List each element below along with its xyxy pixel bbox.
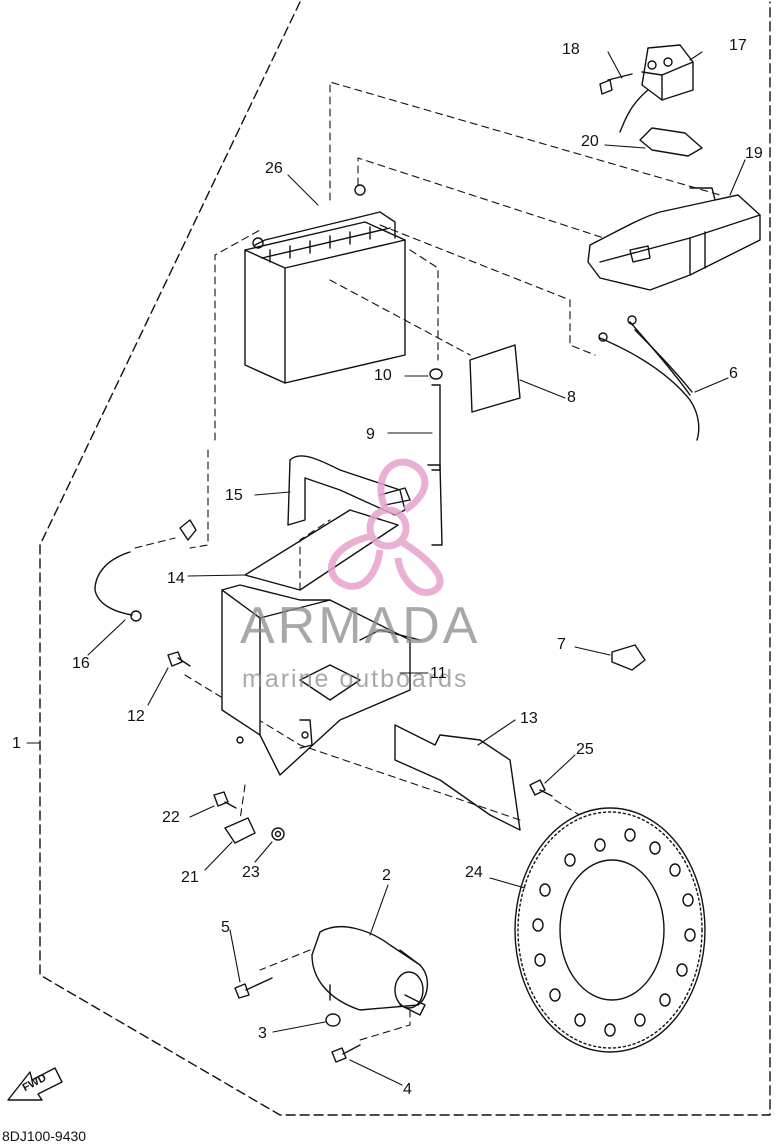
callout-17: 17	[729, 37, 747, 54]
callout-20: 20	[581, 133, 599, 150]
relay-drawing	[599, 44, 703, 157]
callout-1: 1	[12, 735, 21, 752]
callout-9: 9	[366, 426, 375, 443]
callout-14: 14	[167, 570, 185, 587]
pad-drawing	[469, 344, 521, 413]
watermark-tagline: marine outboards	[242, 665, 469, 693]
callout-12: 12	[127, 708, 145, 725]
callout-25: 25	[576, 741, 594, 758]
callout-23: 23	[242, 864, 260, 881]
watermark-logo	[328, 458, 444, 596]
battery-lead-drawing	[94, 519, 197, 622]
callout-5: 5	[221, 919, 230, 936]
callout-16: 16	[72, 655, 90, 672]
battery-drawing	[244, 184, 406, 384]
callout-3: 3	[258, 1025, 267, 1042]
callout-11: 11	[430, 665, 447, 682]
relay-cover-drawing	[587, 187, 761, 291]
callout-18: 18	[562, 41, 580, 58]
starter-wheel-drawing	[514, 807, 706, 1053]
callout-22: 22	[162, 809, 180, 826]
callout-13: 13	[520, 710, 538, 727]
plate-drawing	[394, 724, 521, 831]
callout-21: 21	[181, 869, 199, 886]
callout-15: 15	[225, 487, 243, 504]
starter-motor-drawing	[234, 926, 428, 1063]
battery-band-drawing	[287, 455, 411, 526]
fasteners-drawing	[167, 651, 553, 844]
callout-4: 4	[403, 1081, 412, 1098]
wire-harness-drawing	[598, 315, 700, 441]
tube-drawing	[427, 368, 443, 546]
drawing-code: 8DJ100-9430	[2, 1128, 87, 1144]
callout-7: 7	[557, 636, 566, 653]
fwd-arrow-drawing	[7, 1067, 63, 1101]
callout-26: 26	[265, 160, 283, 177]
damper-drawing	[611, 644, 646, 671]
battery-box-drawing	[221, 584, 421, 776]
callout-6: 6	[729, 365, 738, 382]
watermark-brand: ARMADA	[240, 597, 481, 655]
callout-24: 24	[465, 864, 483, 881]
assembly-boundary	[39, 1, 771, 1116]
callout-19: 19	[745, 145, 763, 162]
callout-10: 10	[374, 367, 392, 384]
callout-8: 8	[567, 389, 576, 406]
callout-2: 2	[382, 867, 391, 884]
tray-drawing	[244, 509, 399, 591]
